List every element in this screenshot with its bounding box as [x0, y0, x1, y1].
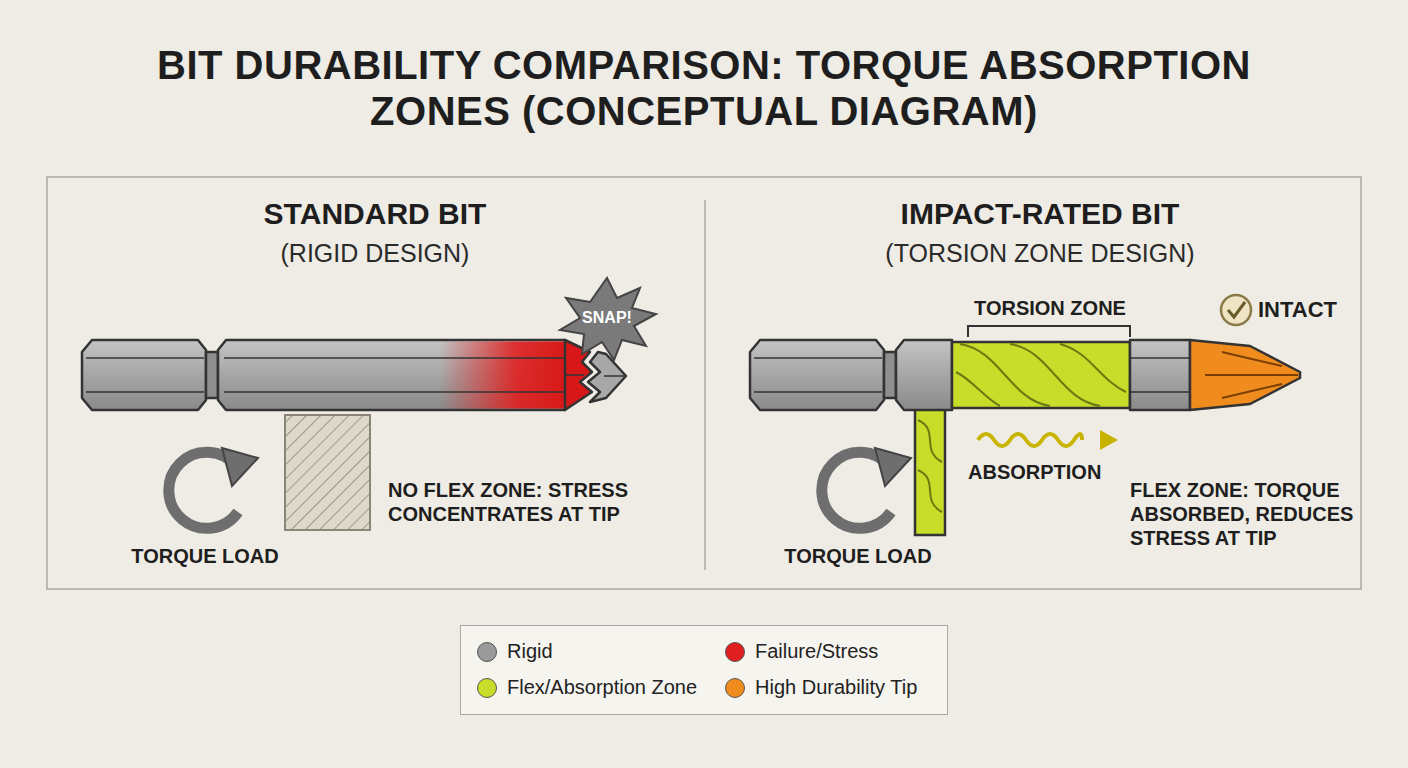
impact-bit — [1130, 357, 1190, 359]
zone-label: TORSION ZONE — [955, 296, 1145, 320]
load-label: TORQUE LOAD — [773, 544, 943, 568]
legend-swatch — [477, 642, 497, 662]
panel-heading: IMPACT-RATED BIT — [840, 196, 1240, 232]
torque-arrow — [222, 448, 258, 486]
check-icon — [1221, 295, 1251, 325]
impact-bit — [1130, 391, 1190, 393]
impact-bit — [952, 342, 1130, 408]
absorption-label: ABSORPTION — [968, 460, 1124, 484]
panel-frame — [47, 177, 1361, 589]
check-icon — [1228, 302, 1245, 317]
standard-bit — [440, 342, 564, 409]
impact-bit — [884, 352, 896, 398]
torque-arrow — [875, 448, 911, 486]
standard-bit — [206, 352, 218, 398]
standard-bit — [82, 340, 626, 410]
flex-column — [915, 405, 945, 535]
legend-text: Flex/Absorption Zone — [507, 676, 697, 699]
legend-swatch — [477, 678, 497, 698]
flex-column — [918, 420, 942, 512]
impact-bit — [896, 340, 952, 410]
zone-bracket — [968, 326, 1130, 337]
impact-bit — [1205, 352, 1298, 398]
standard-bit — [82, 340, 206, 410]
legend-text: Rigid — [507, 640, 553, 663]
standard-bit — [218, 340, 565, 410]
note: FLEX ZONE: TORQUE ABSORBED, REDUCES STRE… — [1130, 478, 1355, 550]
impact-bit — [754, 391, 882, 393]
panel-subheading: (TORSION ZONE DESIGN) — [840, 238, 1240, 268]
legend-item: Failure/Stress — [725, 640, 878, 663]
impact-bit — [956, 344, 1126, 406]
impact-bit — [1130, 340, 1190, 410]
flex-column — [915, 405, 945, 535]
snap-burst — [560, 278, 656, 360]
load-label: TORQUE LOAD — [120, 544, 290, 568]
panel-frame — [47, 177, 1361, 589]
legend-swatch — [725, 678, 745, 698]
standard-bit — [224, 357, 565, 359]
support-block — [285, 415, 370, 530]
check-icon — [1221, 295, 1251, 325]
impact-bit — [754, 357, 882, 359]
standard-bit — [588, 352, 626, 402]
legend-item: Rigid — [477, 640, 553, 663]
panel-subheading: (RIGID DESIGN) — [175, 238, 575, 268]
absorption-wave — [978, 434, 1082, 446]
legend-item: High Durability Tip — [725, 676, 917, 699]
title: BIT DURABILITY COMPARISON: TORQUE ABSORP… — [124, 42, 1284, 134]
title-block: BIT DURABILITY COMPARISON: TORQUE ABSORP… — [0, 42, 1408, 134]
torque-arrow — [169, 448, 258, 528]
standard-bit — [604, 375, 624, 377]
standard-bit — [86, 391, 204, 393]
legend-item: Flex/Absorption Zone — [477, 676, 697, 699]
support-block — [285, 415, 370, 530]
legend-text: High Durability Tip — [755, 676, 917, 699]
impact-bit — [750, 340, 1300, 410]
panel-frame — [704, 200, 706, 570]
standard-bit — [224, 391, 565, 393]
snap-text: SNAP! — [572, 308, 642, 327]
absorption-wave — [978, 430, 1118, 450]
legend-swatch — [725, 642, 745, 662]
impact-bit — [1190, 340, 1300, 410]
zone-bracket — [968, 326, 1130, 337]
status-label: INTACT — [1258, 297, 1354, 323]
snap-burst — [560, 278, 656, 360]
panel-heading: STANDARD BIT — [175, 196, 575, 232]
impact-bit — [750, 340, 884, 410]
legend-box: Rigid Failure/StressFlex/Absorption Zone H… — [460, 625, 948, 715]
note: NO FLEX ZONE: STRESS CONCENTRATES AT TIP — [388, 478, 668, 526]
standard-bit — [86, 357, 204, 359]
standard-bit — [565, 374, 584, 376]
torque-arrow — [822, 448, 911, 528]
legend-text: Failure/Stress — [755, 640, 878, 663]
absorption-wave — [1100, 430, 1118, 450]
